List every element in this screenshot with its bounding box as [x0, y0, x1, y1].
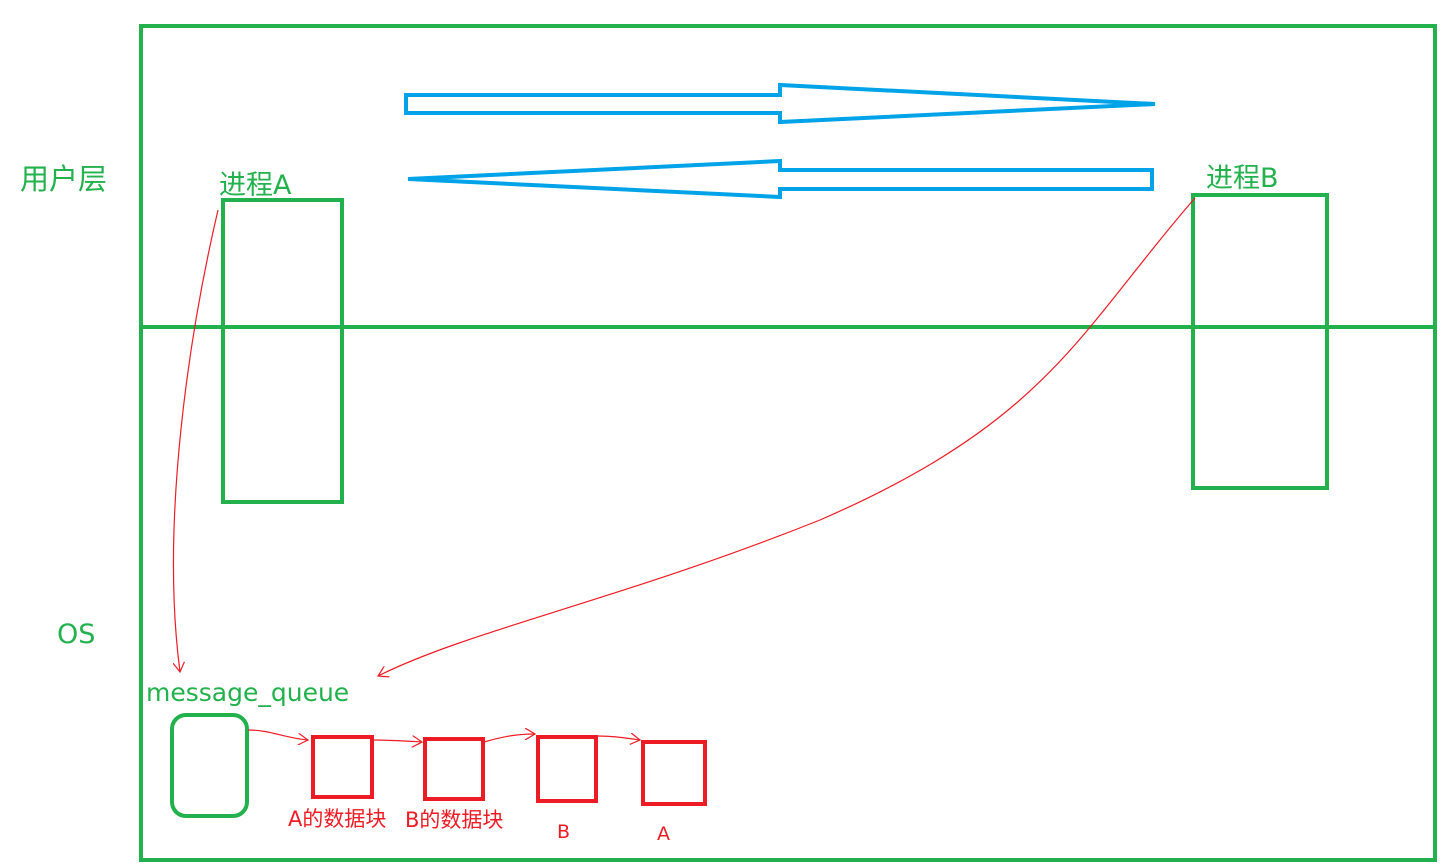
data-block-2-label: B的数据块 [405, 808, 503, 832]
system-boundary [139, 24, 1437, 862]
arrow-right-a-to-b [404, 82, 1156, 125]
link-block-1-to-block-2 [372, 740, 422, 742]
data-block-3 [536, 735, 598, 803]
message-queue-label: message_queue [146, 678, 349, 707]
data-block-3-label: B [557, 821, 570, 843]
data-block-2 [423, 737, 485, 801]
user-layer-label: 用户层 [20, 162, 107, 196]
arrow-left-b-to-a [407, 158, 1154, 200]
process-a-label: 进程A [219, 170, 292, 201]
link-block-2-to-block-3 [483, 734, 535, 743]
process-b-to-queue-arrow [378, 197, 1196, 676]
process-b-box [1191, 193, 1329, 490]
process-a-to-queue-arrow [174, 209, 219, 672]
data-block-1 [311, 735, 374, 799]
os-layer-label: OS [57, 619, 95, 650]
data-block-4 [641, 740, 707, 806]
message-queue-head [170, 713, 249, 818]
data-block-4-label: A [657, 823, 670, 845]
process-a-box [221, 198, 344, 504]
link-block-3-to-block-4 [596, 736, 640, 740]
link-head-to-block-1 [247, 729, 308, 740]
process-b-label: 进程B [1206, 163, 1279, 194]
data-block-1-label: A的数据块 [288, 807, 386, 831]
